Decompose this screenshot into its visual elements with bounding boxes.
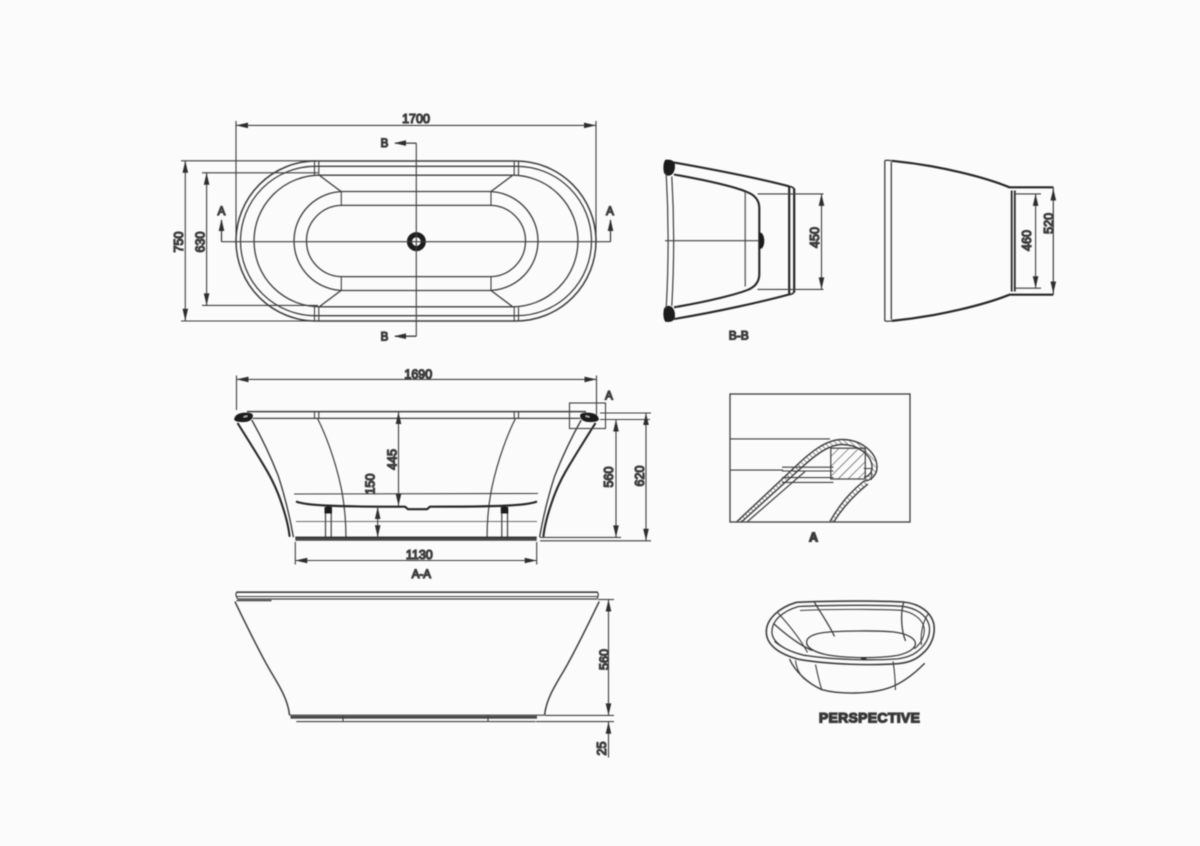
- svg-text:A: A: [809, 531, 818, 545]
- svg-text:560: 560: [597, 649, 611, 670]
- svg-text:1690: 1690: [404, 368, 432, 382]
- svg-text:560: 560: [602, 467, 616, 488]
- svg-text:B: B: [381, 138, 389, 150]
- svg-text:A: A: [605, 391, 613, 403]
- svg-text:PERSPECTIVE: PERSPECTIVE: [819, 710, 920, 726]
- svg-text:445: 445: [386, 449, 400, 470]
- svg-text:B: B: [381, 331, 389, 343]
- svg-text:A: A: [218, 206, 226, 218]
- svg-text:A-A: A-A: [412, 569, 432, 581]
- svg-text:520: 520: [1042, 213, 1056, 234]
- svg-text:750: 750: [172, 232, 186, 253]
- svg-text:620: 620: [633, 466, 647, 487]
- svg-text:1700: 1700: [402, 112, 430, 126]
- svg-text:150: 150: [364, 474, 378, 495]
- svg-text:B-B: B-B: [729, 329, 749, 343]
- svg-text:A: A: [606, 206, 614, 218]
- svg-text:630: 630: [193, 232, 207, 253]
- svg-text:460: 460: [1020, 230, 1034, 251]
- svg-text:25: 25: [595, 742, 609, 756]
- svg-text:1130: 1130: [406, 548, 433, 562]
- svg-text:450: 450: [808, 227, 822, 248]
